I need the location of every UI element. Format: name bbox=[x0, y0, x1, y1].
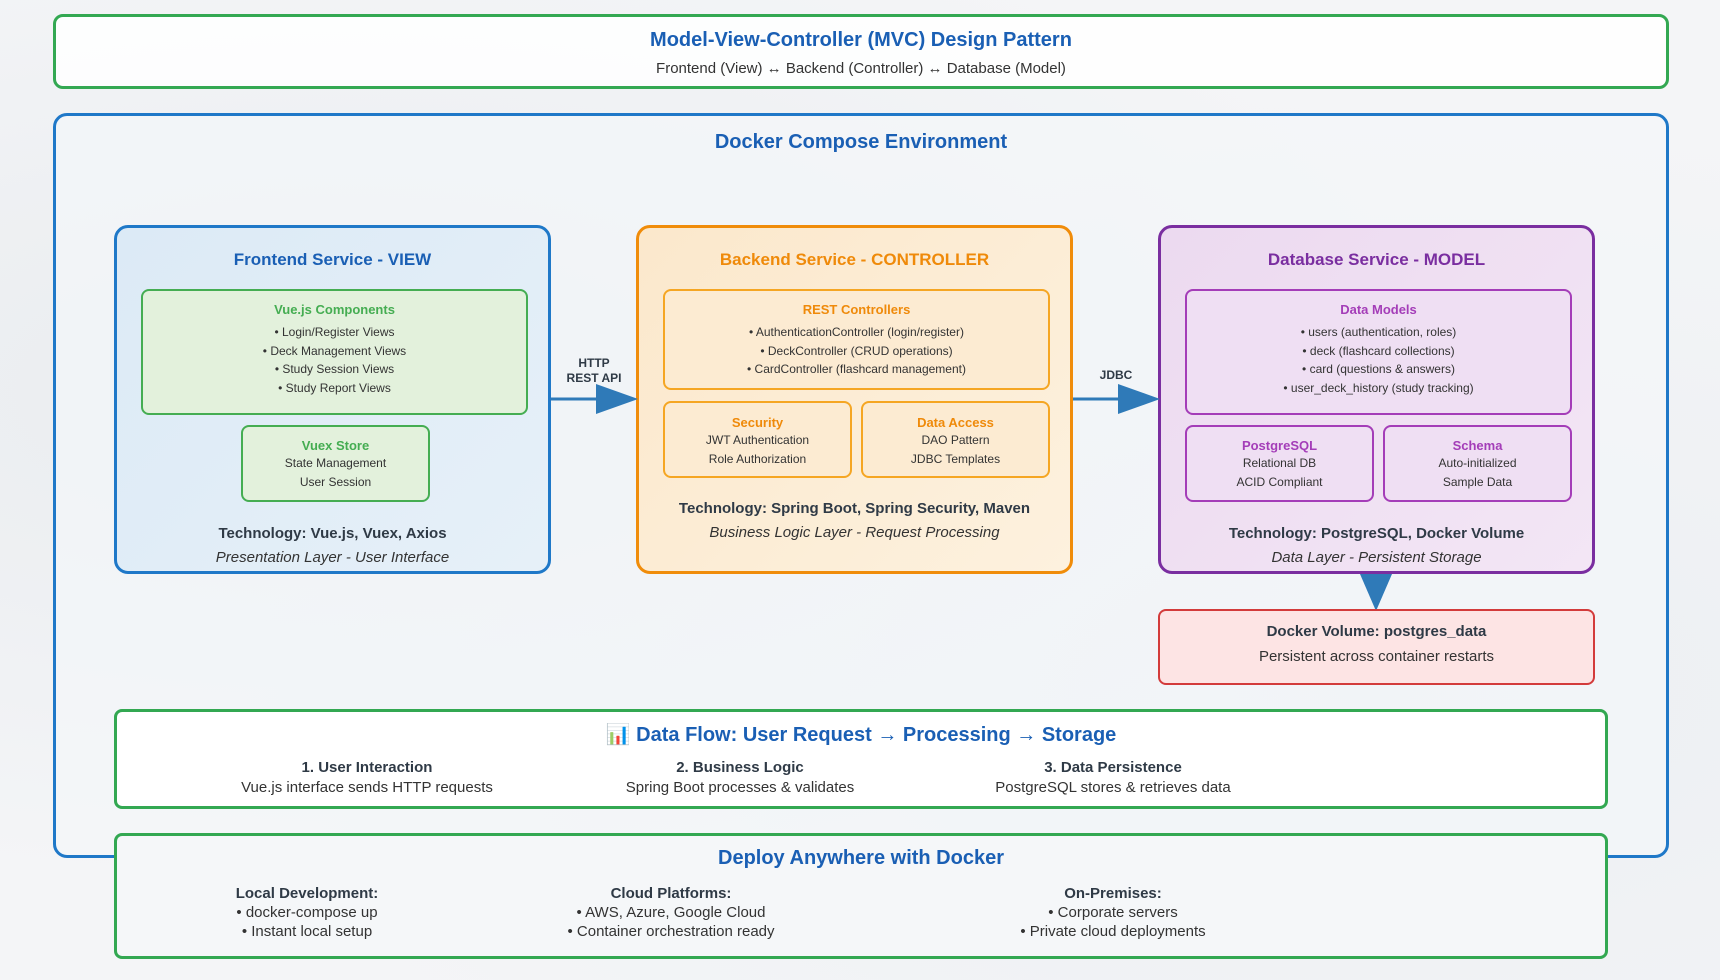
flow-step-detail: Spring Boot processes & validates bbox=[625, 779, 855, 796]
frontend-layer: Presentation Layer - User Interface bbox=[215, 549, 450, 566]
postgresql-title: PostgreSQL bbox=[1241, 438, 1318, 453]
list-item: DAO Pattern bbox=[921, 433, 990, 447]
flow-step-heading: 3. Data Persistence bbox=[1044, 759, 1182, 776]
deploy-title: Deploy Anywhere with Docker bbox=[718, 847, 1004, 869]
list-item: • card (questions & answers) bbox=[1302, 362, 1455, 376]
list-item: • docker-compose up bbox=[236, 904, 378, 921]
backend-title: Backend Service - CONTROLLER bbox=[719, 250, 990, 269]
list-item: • Study Session Views bbox=[274, 362, 395, 376]
list-item: Role Authorization bbox=[708, 451, 807, 466]
docker-volume-subtitle: Persistent across container restarts bbox=[1258, 648, 1495, 665]
list-item: • Container orchestration ready bbox=[567, 923, 775, 940]
flow-step-2: 2. Business Logic Spring Boot processes … bbox=[580, 759, 900, 796]
deploy-column-cloud: Cloud Platforms: • AWS, Azure, Google Cl… bbox=[501, 884, 841, 941]
database-title: Database Service - MODEL bbox=[1267, 250, 1486, 269]
data-access-box: Data Access DAO Pattern JDBC Templates bbox=[861, 401, 1050, 478]
list-item: State Management bbox=[284, 456, 387, 470]
database-service: Database Service - MODEL Data Models • u… bbox=[1158, 225, 1595, 574]
list-item: • AuthenticationController (login/regist… bbox=[749, 325, 964, 339]
list-item: Relational DB bbox=[1242, 456, 1317, 470]
schema-box: Schema Auto-initialized Sample Data bbox=[1383, 425, 1572, 502]
data-models-title: Data Models bbox=[1340, 302, 1417, 317]
security-box: Security JWT Authentication Role Authori… bbox=[663, 401, 852, 478]
deploy-heading: Local Development: bbox=[235, 885, 379, 902]
jdbc-label: JDBC bbox=[1099, 368, 1133, 382]
docker-volume-title: Docker Volume: postgres_data bbox=[1266, 623, 1487, 640]
list-item: User Session bbox=[299, 474, 372, 489]
list-item: ACID Compliant bbox=[1236, 474, 1323, 489]
list-item: • user_deck_history (study tracking) bbox=[1283, 380, 1474, 395]
frontend-service: Frontend Service - VIEW Vue.js Component… bbox=[114, 225, 551, 574]
list-item: • DeckController (CRUD operations) bbox=[760, 343, 953, 358]
docker-environment-title: Docker Compose Environment bbox=[714, 131, 1008, 153]
deploy-box: Deploy Anywhere with Docker Local Develo… bbox=[114, 833, 1608, 959]
flow-step-heading: 1. User Interaction bbox=[301, 759, 433, 776]
backend-layer: Business Logic Layer - Request Processin… bbox=[709, 524, 1000, 541]
deploy-column-onprem: On-Premises: • Corporate servers • Priva… bbox=[943, 884, 1283, 941]
backend-service: Backend Service - CONTROLLER REST Contro… bbox=[636, 225, 1073, 574]
vue-components-list: • Login/Register Views • Deck Management… bbox=[143, 323, 526, 397]
flow-step-1: 1. User Interaction Vue.js interface sen… bbox=[207, 759, 527, 796]
list-item: • Corporate servers bbox=[1048, 904, 1178, 921]
list-item: • AWS, Azure, Google Cloud bbox=[576, 904, 766, 921]
deploy-heading: On-Premises: bbox=[1064, 885, 1162, 902]
vue-components-box: Vue.js Components • Login/Register Views… bbox=[141, 289, 528, 415]
list-item: • Deck Management Views bbox=[262, 343, 407, 358]
security-title: Security bbox=[731, 415, 784, 430]
list-item: • Login/Register Views bbox=[274, 325, 395, 339]
list-item: Sample Data bbox=[1442, 474, 1513, 489]
list-item: • Private cloud deployments bbox=[1020, 923, 1206, 940]
flow-step-detail: PostgreSQL stores & retrieves data bbox=[995, 779, 1231, 796]
database-technology: Technology: PostgreSQL, Docker Volume bbox=[1228, 525, 1525, 542]
arrow-label-line: REST API bbox=[566, 371, 622, 385]
data-access-title: Data Access bbox=[917, 415, 994, 430]
vuex-store-title: Vuex Store bbox=[301, 438, 370, 453]
flow-step-3: 3. Data Persistence PostgreSQL stores & … bbox=[953, 759, 1273, 796]
vue-components-title: Vue.js Components bbox=[274, 302, 395, 317]
list-item: • deck (flashcard collections) bbox=[1302, 343, 1455, 358]
list-item: JDBC Templates bbox=[910, 451, 1001, 466]
rest-controllers-title: REST Controllers bbox=[802, 302, 911, 317]
flow-step-detail: Vue.js interface sends HTTP requests bbox=[241, 779, 493, 796]
arrow-label-line: HTTP bbox=[578, 356, 610, 370]
list-item: JWT Authentication bbox=[705, 433, 810, 447]
mvc-subtitle: Frontend (View) ↔ Backend (Controller) ↔… bbox=[656, 60, 1066, 77]
list-item: • Instant local setup bbox=[241, 923, 373, 940]
vuex-store-box: Vuex Store State Management User Session bbox=[241, 425, 430, 502]
postgresql-box: PostgreSQL Relational DB ACID Compliant bbox=[1185, 425, 1374, 502]
docker-volume-box: Docker Volume: postgres_data Persistent … bbox=[1158, 609, 1595, 685]
http-rest-api-label: HTTP REST API bbox=[554, 356, 634, 386]
list-item: Auto-initialized bbox=[1438, 456, 1517, 470]
list-item: • CardController (flashcard management) bbox=[747, 362, 966, 376]
frontend-title: Frontend Service - VIEW bbox=[233, 250, 432, 269]
flow-step-heading: 2. Business Logic bbox=[676, 759, 804, 776]
deploy-column-local: Local Development: • docker-compose up •… bbox=[137, 884, 477, 941]
backend-technology: Technology: Spring Boot, Spring Security… bbox=[678, 500, 1031, 517]
mvc-header-box: Model-View-Controller (MVC) Design Patte… bbox=[53, 14, 1669, 89]
data-models-box: Data Models • users (authentication, rol… bbox=[1185, 289, 1572, 415]
deploy-heading: Cloud Platforms: bbox=[610, 885, 732, 902]
list-item: • users (authentication, roles) bbox=[1300, 325, 1457, 339]
list-item: • Study Report Views bbox=[278, 380, 391, 395]
data-flow-title: 📊 Data Flow: User Request → Processing →… bbox=[605, 724, 1117, 746]
database-layer: Data Layer - Persistent Storage bbox=[1271, 549, 1482, 566]
schema-title: Schema bbox=[1452, 438, 1503, 453]
mvc-title: Model-View-Controller (MVC) Design Patte… bbox=[650, 29, 1072, 51]
frontend-technology: Technology: Vue.js, Vuex, Axios bbox=[218, 525, 447, 542]
rest-controllers-box: REST Controllers • AuthenticationControl… bbox=[663, 289, 1050, 390]
data-flow-box: 📊 Data Flow: User Request → Processing →… bbox=[114, 709, 1608, 809]
